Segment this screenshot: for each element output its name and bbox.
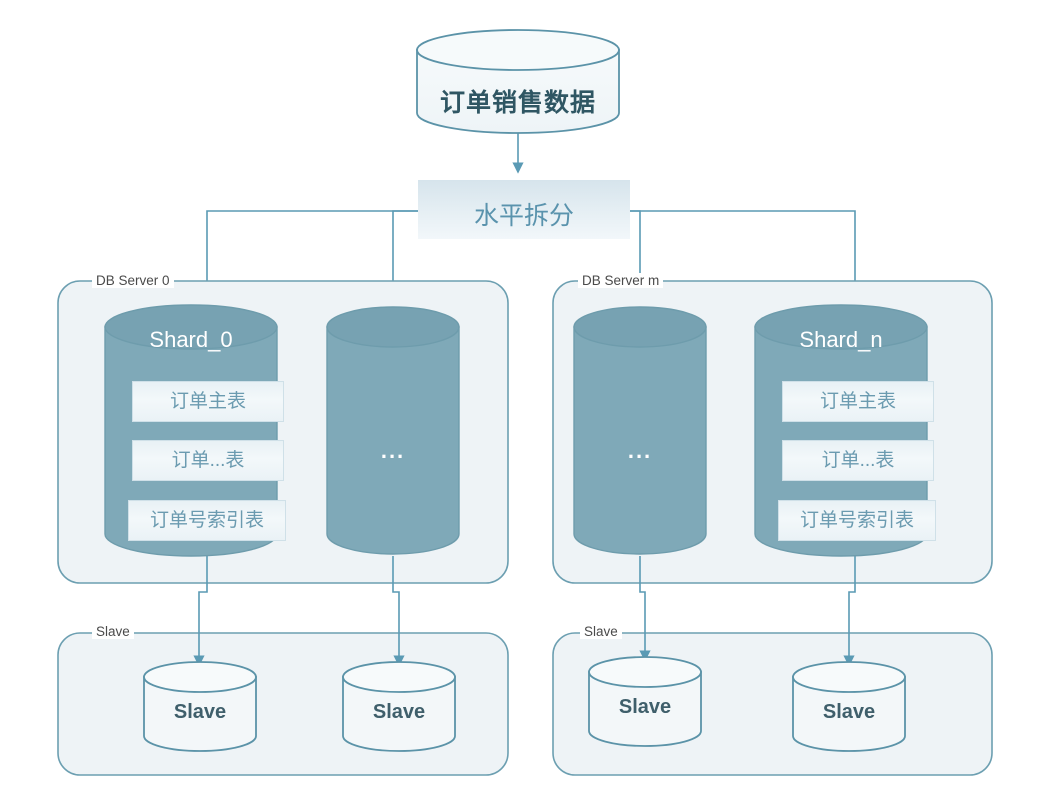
cylinder-order-sales-data: [416, 29, 620, 134]
cylinder-slave-3: [792, 661, 906, 752]
shard-0-label: Shard_0: [149, 327, 233, 352]
split-node: 水平拆分: [473, 202, 574, 230]
connector-split-right: [630, 210, 861, 302]
connector-split-left: [201, 210, 418, 302]
cylinder-slave-1: [342, 661, 456, 752]
shard-n-table-0: 订单主表: [782, 381, 934, 422]
group-label-db-server-m: DB Server m: [578, 272, 664, 290]
order-sales-data-label: 订单销售数据: [439, 89, 596, 117]
cylinder-slave-2: [588, 656, 702, 747]
group-label-db-server-0: DB Server 0: [92, 272, 174, 290]
cylinder-shard-placeholder-right: [573, 306, 707, 555]
shard-placeholder-left-label: ...: [380, 438, 406, 463]
connector-shard-placeholder-left-to-slave: [392, 556, 405, 667]
connector-shardn-to-slave: [843, 556, 856, 667]
shard-0-table-2: 订单号索引表: [128, 500, 286, 541]
cylinder-slave-0: [143, 661, 257, 752]
slave-1-label: Slave: [372, 701, 426, 723]
shard-n-table-1: 订单...表: [782, 440, 934, 481]
shard-n-label: Shard_n: [799, 327, 883, 352]
slave-3-label: Slave: [822, 701, 876, 723]
cylinder-shard-placeholder-left: [326, 306, 460, 555]
slave-0-label: Slave: [173, 701, 227, 723]
split-box-shape: [418, 180, 630, 239]
connector-shard0-to-slave: [193, 556, 208, 667]
shard-0-table-1: 订单...表: [132, 440, 284, 481]
group-label-slave-right: Slave: [580, 623, 622, 641]
group-label-slave-left: Slave: [92, 623, 134, 641]
shard-placeholder-right-label: ...: [627, 438, 653, 463]
slave-2-label: Slave: [618, 696, 672, 718]
connector-shard-placeholder-right-to-slave: [639, 556, 651, 662]
shard-n-table-2: 订单号索引表: [778, 500, 936, 541]
shard-0-table-0: 订单主表: [132, 381, 284, 422]
